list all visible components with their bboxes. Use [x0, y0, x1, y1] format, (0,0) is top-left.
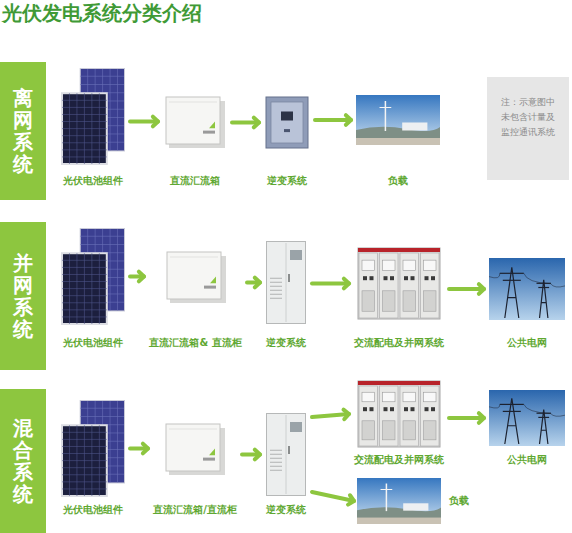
equipment-caption: 逆变系统 — [266, 336, 306, 350]
equipment-item: 交流配电及并网系统 — [352, 380, 446, 467]
equipment-item: 公共电网 — [487, 258, 567, 350]
equipment-picture — [61, 400, 125, 497]
equipment-caption: 交流配电及并网系统 — [354, 453, 444, 467]
equipment-picture — [264, 95, 310, 150]
equipment-caption: 交流配电及并网系统 — [354, 336, 444, 350]
equipment-picture — [61, 228, 125, 325]
equipment-picture — [163, 93, 227, 150]
equipment-item: 逆变系统 — [263, 412, 309, 517]
flow-arrow — [449, 413, 484, 423]
system-band: 并网系统 — [0, 222, 46, 370]
caption-holder: 逆变系统 — [262, 174, 312, 188]
arrow-head — [143, 444, 148, 454]
equipment-item: 直流汇流箱 — [161, 93, 229, 188]
arrow-head — [255, 278, 260, 288]
arrow-shaft — [315, 118, 351, 122]
caption-holder: 交流配电及并网系统 — [352, 336, 446, 350]
arrow-head — [254, 118, 259, 128]
equipment-picture — [356, 95, 440, 145]
note-box: 注：示意图中未包含计量及监控通讯系统 — [487, 77, 569, 180]
arrow-shaft — [449, 287, 484, 291]
caption-holder: 逆变系统 — [263, 503, 309, 517]
flow-arrow — [247, 278, 260, 288]
caption-holder: 直流汇流箱& 直流柜 — [147, 336, 244, 350]
arrow-head — [479, 413, 484, 423]
arrow-head — [344, 410, 349, 420]
equipment-picture — [164, 248, 228, 305]
arrow-shaft — [312, 414, 349, 417]
equipment-caption: 光伏电池组件 — [63, 174, 123, 188]
flow-arrow — [242, 450, 260, 460]
arrow-head — [479, 284, 484, 294]
equipment-picture — [265, 412, 307, 497]
flow-arrow — [315, 115, 351, 125]
caption-holder: 光伏电池组件 — [59, 503, 127, 517]
arrow-head — [348, 495, 354, 504]
arrow-head — [346, 115, 351, 125]
equipment-picture — [357, 380, 441, 448]
caption-holder: 负载 — [354, 174, 442, 188]
arrow-head — [139, 272, 144, 282]
equipment-caption: 公共电网 — [507, 336, 547, 350]
arrow-head — [153, 117, 158, 127]
equipment-caption: 公共电网 — [507, 453, 547, 467]
flow-arrow — [130, 444, 148, 454]
equipment-picture — [489, 390, 565, 446]
flow-arrow — [449, 284, 484, 294]
caption-holder: 直流汇流箱/直流柜 — [151, 503, 239, 517]
equipment-item: 光伏电池组件 — [59, 228, 127, 350]
equipment-item: 交流配电及并网系统 — [352, 247, 446, 350]
arrow-head — [344, 279, 349, 289]
equipment-caption: 直流汇流箱& 直流柜 — [149, 336, 241, 350]
equipment-item: 光伏电池组件 — [59, 68, 127, 188]
caption-holder: 逆变系统 — [263, 336, 309, 350]
caption-holder: 公共电网 — [487, 453, 567, 467]
equipment-caption: 逆变系统 — [266, 503, 306, 517]
arrow-shaft — [312, 282, 349, 286]
equipment-picture — [357, 247, 441, 320]
band-title: 并网系统 — [13, 252, 33, 340]
equipment-caption: 光伏电池组件 — [63, 336, 123, 350]
equipment-caption: 逆变系统 — [267, 174, 307, 188]
equipment-caption: 光伏电池组件 — [63, 503, 123, 517]
equipment-picture — [265, 240, 307, 325]
band-title: 离网系统 — [13, 87, 33, 175]
equipment-item: 逆变系统 — [263, 240, 309, 350]
caption-holder: 光伏电池组件 — [59, 336, 127, 350]
caption-holder: 直流汇流箱 — [161, 174, 229, 188]
equipment-picture — [357, 478, 441, 524]
equipment-item: 直流汇流箱& 直流柜 — [147, 248, 244, 350]
equipment-item: 逆变系统 — [262, 95, 312, 188]
arrow-shaft — [312, 492, 354, 501]
equipment-picture — [163, 420, 227, 477]
band-title: 混合系统 — [13, 417, 33, 505]
flow-arrow — [312, 279, 349, 289]
equipment-item: 负载 — [357, 478, 469, 524]
equipment-picture — [489, 258, 565, 320]
flow-arrow — [232, 118, 259, 128]
equipment-item: 光伏电池组件 — [59, 400, 127, 517]
system-band: 混合系统 — [0, 389, 46, 533]
equipment-item: 直流汇流箱/直流柜 — [151, 420, 239, 517]
arrow-shaft — [449, 416, 484, 420]
caption-holder: 光伏电池组件 — [59, 174, 127, 188]
system-band: 离网系统 — [0, 62, 46, 200]
page-title: 光伏发电系统分类介绍 — [2, 0, 202, 27]
flow-arrow — [130, 117, 158, 127]
caption-holder: 公共电网 — [487, 336, 567, 350]
arrow-head — [255, 450, 260, 460]
equipment-caption: 直流汇流箱 — [170, 174, 220, 188]
equipment-item: 公共电网 — [487, 390, 567, 467]
flow-arrow — [130, 272, 144, 282]
equipment-caption: 负载 — [449, 494, 469, 508]
equipment-caption: 负载 — [388, 174, 408, 188]
equipment-item: 负载 — [354, 95, 442, 188]
note-text: 注：示意图中未包含计量及监控通讯系统 — [500, 95, 557, 140]
flow-arrow — [312, 410, 349, 420]
equipment-picture — [61, 68, 125, 165]
equipment-caption: 直流汇流箱/直流柜 — [153, 503, 237, 517]
caption-holder: 交流配电及并网系统 — [352, 453, 446, 467]
flow-arrow — [312, 492, 354, 505]
